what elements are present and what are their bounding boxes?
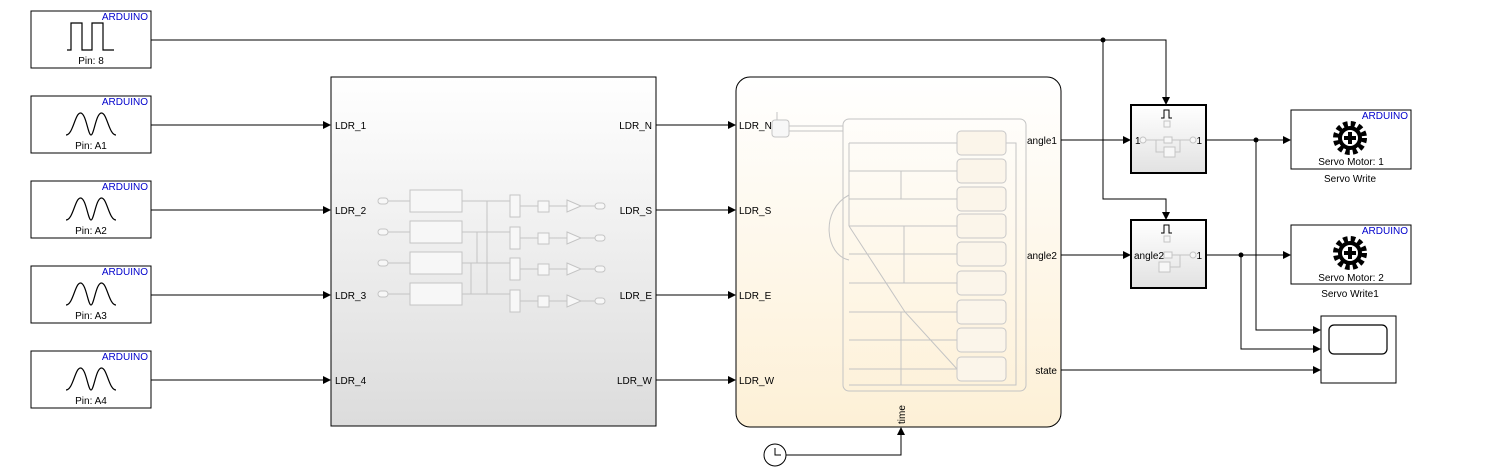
servo-write-1-block[interactable]: ARDUINO Servo Motor: 1 Servo Write — [1290, 109, 1412, 185]
wire-pin8-branch — [1102, 40, 1170, 220]
chart-in-port-e: LDR_E — [739, 291, 772, 302]
servo-label: Servo Motor: 1 — [1318, 157, 1384, 168]
analog-wave-icon — [65, 367, 117, 391]
pin-label: Pin: A2 — [75, 226, 107, 237]
arduino-a1-block[interactable]: ARDUINO Pin: A1 — [30, 95, 152, 154]
brand-label: ARDUINO — [102, 182, 148, 193]
arduino-pin8-block[interactable]: ARDUINO Pin: 8 — [30, 10, 152, 69]
arduino-a2-block[interactable]: ARDUINO Pin: A2 — [30, 180, 152, 239]
wire-en1-scope — [1255, 140, 1321, 334]
out-port-label: 1 — [1196, 251, 1202, 262]
analog-wave-icon — [65, 197, 117, 221]
out-port-label: 1 — [1196, 136, 1202, 147]
brand-label: ARDUINO — [1362, 226, 1408, 237]
brand-label: ARDUINO — [102, 267, 148, 278]
wire-en2-scope — [1240, 255, 1321, 353]
ldr-subsystem-block[interactable]: LDR_1 LDR_2 LDR_3 LDR_4 LDR_N LDR_S LDR_… — [330, 76, 657, 427]
scope-display-icon — [1328, 324, 1388, 355]
pin-label: Pin: A4 — [75, 396, 107, 407]
subsystem-frame — [330, 76, 657, 427]
arduino-a4-block[interactable]: ARDUINO Pin: A4 — [30, 350, 152, 409]
pin-label: Pin: 8 — [78, 56, 104, 67]
gear-cross-icon — [1333, 236, 1367, 270]
wires — [151, 37, 1321, 456]
brand-label: ARDUINO — [1362, 111, 1408, 122]
brand-label: ARDUINO — [102, 97, 148, 108]
pin-label: Pin: A3 — [75, 311, 107, 322]
chart-in-port-s: LDR_S — [739, 206, 772, 217]
servo-write-2-block[interactable]: ARDUINO Servo Motor: 2 Servo Write1 — [1290, 224, 1412, 300]
junction-dot — [1253, 137, 1259, 143]
scope-block[interactable] — [1320, 315, 1397, 384]
in-port-label: angle2 — [1134, 251, 1164, 262]
stateflow-chart-block[interactable]: LDR_N LDR_S LDR_E LDR_W angle1 angle2 st… — [735, 76, 1062, 428]
chart-in-port-n: LDR_N — [739, 121, 772, 132]
chart-preview — [771, 112, 1027, 392]
inner-preview — [1139, 120, 1197, 158]
block-frame — [30, 350, 152, 409]
subsystem-in-port-1: LDR_1 — [335, 121, 367, 132]
brand-label: ARDUINO — [102, 12, 148, 23]
gear-cross-icon — [1333, 121, 1367, 155]
subsystem-out-port-w: LDR_W — [617, 376, 653, 387]
triggered-subsystem-1[interactable]: 1 1 — [1130, 104, 1207, 174]
rising-edge-trigger-icon — [1161, 224, 1172, 234]
block-frame — [30, 10, 152, 69]
junction-dot — [1100, 37, 1106, 43]
subsystem-preview — [377, 189, 606, 313]
wire-clock — [786, 427, 905, 456]
analog-wave-icon — [65, 112, 117, 136]
chart-out-port-angle2: angle2 — [1027, 251, 1057, 262]
block-frame — [30, 95, 152, 154]
subsystem-out-port-s: LDR_S — [620, 206, 653, 217]
rising-edge-trigger-icon — [1161, 109, 1172, 119]
chart-trigger-port-time: time — [897, 405, 908, 424]
block-frame — [30, 180, 152, 239]
chart-out-port-state: state — [1035, 366, 1057, 377]
wire-pin8 — [151, 39, 1170, 105]
clock-hands — [774, 448, 781, 456]
clock-block[interactable] — [763, 443, 787, 467]
inner-preview — [1158, 235, 1197, 273]
servo-label: Servo Motor: 2 — [1318, 273, 1384, 284]
junction-dot — [1238, 252, 1244, 258]
servo-caption: Servo Write1 — [1321, 289, 1379, 300]
pulse-wave-icon — [67, 22, 114, 51]
subsystem-out-port-n: LDR_N — [619, 121, 652, 132]
subsystem-in-port-3: LDR_3 — [335, 291, 367, 302]
pin-label: Pin: A1 — [75, 141, 107, 152]
in-port-label: 1 — [1135, 136, 1141, 147]
subsystem-in-port-2: LDR_2 — [335, 206, 367, 217]
servo-caption: Servo Write — [1324, 174, 1376, 185]
analog-wave-icon — [65, 282, 117, 306]
block-frame — [30, 265, 152, 324]
brand-label: ARDUINO — [102, 352, 148, 363]
triggered-subsystem-2[interactable]: angle2 1 — [1130, 219, 1207, 289]
chart-in-port-w: LDR_W — [739, 376, 775, 387]
subsystem-out-port-e: LDR_E — [620, 291, 653, 302]
subsystem-in-port-4: LDR_4 — [335, 376, 367, 387]
arduino-a3-block[interactable]: ARDUINO Pin: A3 — [30, 265, 152, 324]
chart-out-port-angle1: angle1 — [1027, 136, 1057, 147]
